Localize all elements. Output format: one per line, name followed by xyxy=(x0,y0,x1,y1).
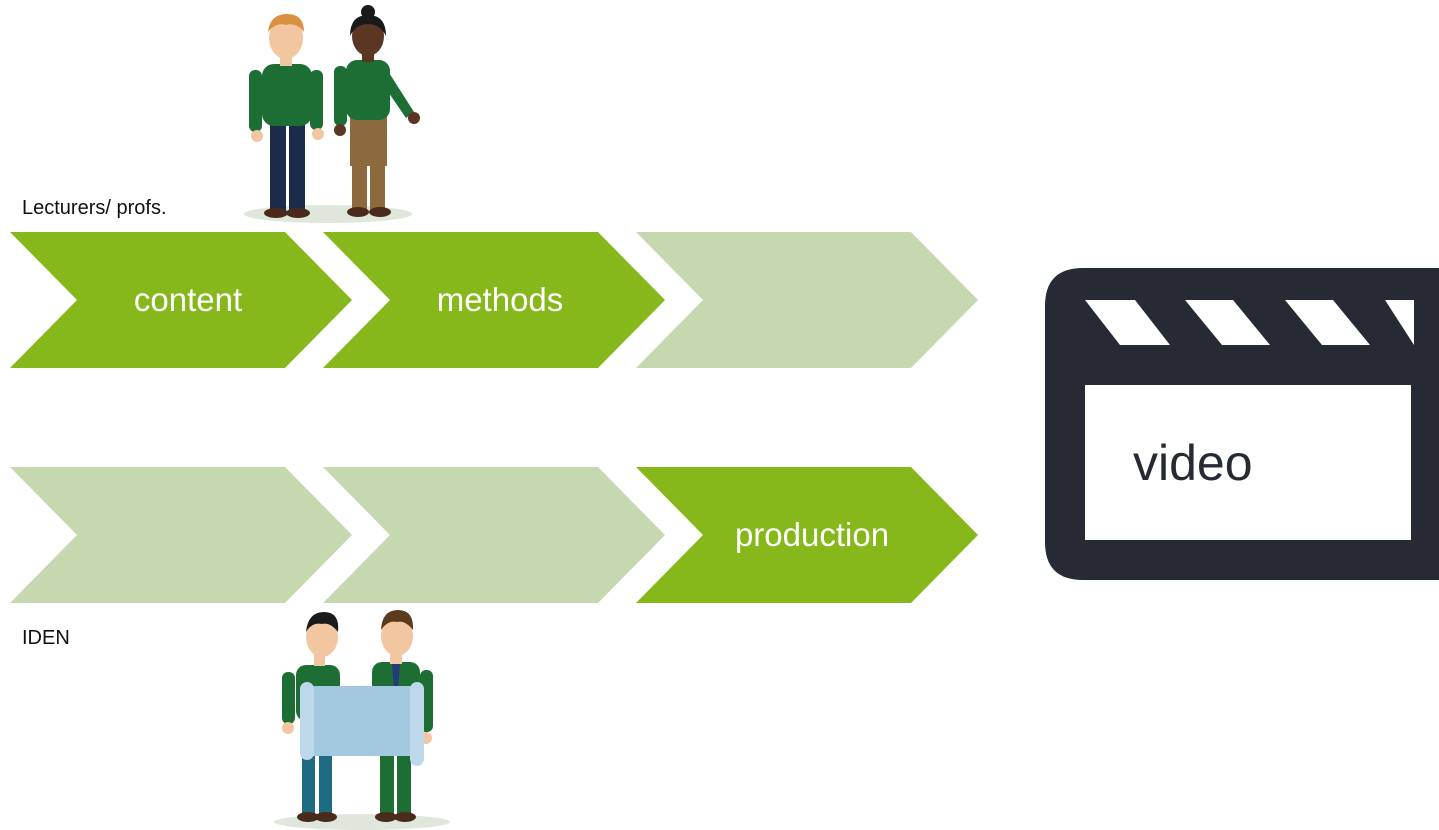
lecturer-man-figure xyxy=(249,14,324,218)
iden-illustration xyxy=(274,610,450,830)
chevron-label-production: production xyxy=(735,516,889,553)
lecturers-role-label: Lecturers/ profs. xyxy=(22,197,167,219)
lecturer-woman-figure xyxy=(334,5,420,217)
chevron-step-methods xyxy=(323,232,665,368)
bottom-process-row: production xyxy=(10,467,978,603)
lecturers-illustration xyxy=(244,5,420,223)
video-label: video xyxy=(1133,435,1253,491)
chevron-step-content xyxy=(10,232,352,368)
chevron-label-methods: methods xyxy=(437,281,564,318)
chevron-step-production xyxy=(636,467,978,603)
chevron-step-bottom-empty-1 xyxy=(10,467,352,603)
iden-role-label: IDEN xyxy=(22,627,70,649)
clapperboard-icon: video xyxy=(1045,268,1439,580)
chevron-label-content: content xyxy=(134,281,242,318)
chevron-step-top-empty xyxy=(636,232,978,368)
top-process-row: content methods xyxy=(10,232,978,368)
chevron-step-bottom-empty-2 xyxy=(323,467,665,603)
blueprint-roll-icon xyxy=(300,682,424,766)
